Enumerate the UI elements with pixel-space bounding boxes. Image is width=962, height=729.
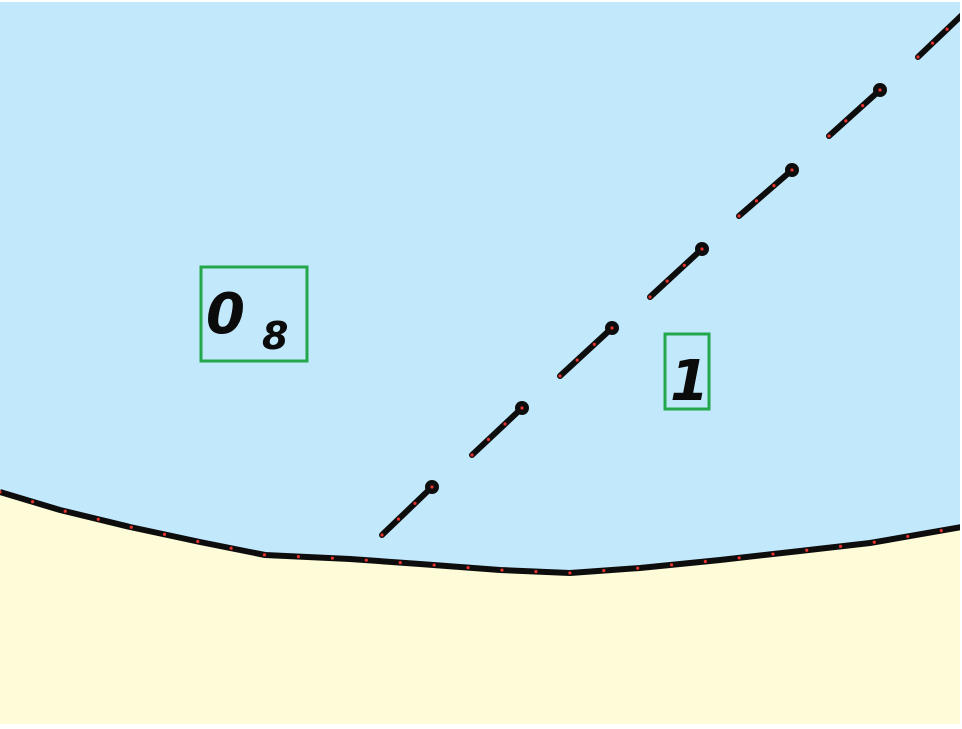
vertex-marker [772, 184, 776, 188]
vertex-marker [878, 88, 882, 92]
vertex-markers [0, 13, 962, 575]
vertex-marker [486, 437, 491, 442]
vertex-marker [592, 342, 596, 346]
vertex-marker [503, 422, 507, 426]
vertex-marker [558, 374, 562, 378]
vertex-marker [737, 214, 741, 218]
vertex-marker [229, 546, 233, 550]
vertex-marker [568, 571, 572, 575]
vertex-marker [534, 569, 538, 574]
vertex-marker [790, 168, 794, 172]
vertex-marker [262, 553, 267, 557]
vertex-marker [398, 560, 402, 565]
page-edge [960, 0, 962, 729]
vertex-marker [380, 533, 384, 537]
limit-line-dash [826, 87, 883, 139]
page-edge [0, 724, 962, 729]
vertex-marker [413, 501, 417, 505]
vertex-marker [916, 55, 920, 59]
sounding-subscript-text: 8 [262, 314, 288, 358]
vertex-marker [872, 540, 876, 544]
vertex-marker [602, 568, 606, 573]
vertex-marker [610, 326, 614, 330]
vertex-marker [930, 41, 935, 45]
vertex-marker [0, 490, 2, 494]
sounding-main-text: 0 [206, 282, 245, 347]
vertex-marker [861, 104, 865, 108]
vertex-marker [754, 199, 759, 203]
limit-line-dash [379, 484, 435, 538]
vertex-marker [906, 534, 910, 539]
limit-line-dash [469, 405, 525, 458]
vertex-marker [432, 563, 436, 567]
vertex-marker [96, 517, 100, 521]
vertex-marker [30, 500, 35, 504]
sounding-main-text: 1 [670, 349, 709, 414]
vertex-marker [162, 532, 167, 537]
vertex-marker [500, 568, 504, 572]
vertex-marker [364, 558, 368, 562]
vertex-marker [330, 556, 334, 560]
vertex-marker [838, 544, 843, 548]
vertex-marker [636, 566, 640, 570]
coastline [0, 489, 962, 576]
vertex-marker [129, 525, 133, 529]
vertex-marker [805, 548, 809, 552]
vertex-marker [827, 134, 831, 138]
vertex-marker [296, 554, 301, 559]
vertex-marker [771, 552, 775, 556]
vertex-marker [466, 566, 470, 570]
vertex-marker [682, 263, 686, 267]
highlight-box [199, 265, 309, 363]
vertex-marker [844, 119, 848, 123]
vertex-marker [700, 247, 704, 251]
vertex-marker [520, 406, 524, 410]
vertex-marker [669, 563, 674, 567]
vertex-marker [196, 539, 200, 544]
page-edge [0, 0, 962, 2]
vertex-marker [430, 485, 434, 489]
vertex-marker [945, 27, 949, 31]
highlight-box [663, 332, 711, 411]
depth-label-1[interactable]: 1 [663, 332, 711, 414]
vertex-marker [648, 295, 652, 299]
vertex-marker [737, 556, 741, 560]
vertex-marker [939, 529, 943, 533]
vertex-marker [665, 279, 669, 283]
vertex-marker [575, 358, 579, 362]
depth-label-0-8[interactable]: 0 8 [199, 265, 309, 363]
dashed-limit-line [379, 12, 962, 538]
limit-line-dash [736, 167, 795, 219]
limit-line-dash [557, 325, 615, 379]
vertex-marker [396, 517, 401, 521]
vertex-marker [63, 509, 67, 513]
limit-line-dash [647, 246, 705, 300]
vertex-marker [470, 453, 474, 457]
limit-line-dash [915, 12, 962, 60]
vertex-marker [703, 559, 707, 564]
